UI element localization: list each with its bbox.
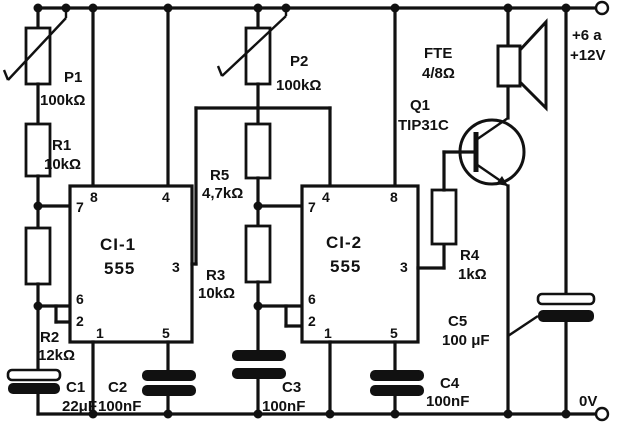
c2-value: 100nF: [98, 398, 141, 415]
c4-value: 100nF: [426, 393, 469, 410]
ic1-555: [68, 6, 194, 416]
p1-ref: P1: [64, 69, 82, 86]
ic2-name: CI-2: [326, 233, 362, 252]
speaker-value: 4/8Ω: [422, 65, 455, 82]
r5-value: 4,7kΩ: [202, 185, 243, 202]
speaker-ref: FTE: [424, 45, 452, 62]
ic2-pin-6: 6: [308, 291, 316, 307]
supply-positive-label-2: +12V: [570, 47, 605, 64]
resistor-r4: [430, 150, 464, 270]
ic1-pin-1: 1: [96, 325, 104, 341]
resistor-r5: [244, 122, 272, 228]
ic1-pin-3: 3: [172, 259, 180, 275]
capacitor-c2: [142, 370, 196, 416]
supply-ground-label: 0V: [579, 393, 597, 410]
positive-terminal: [594, 0, 610, 16]
ic1-pin-7: 7: [76, 199, 84, 215]
ic2-555: [300, 6, 420, 416]
ic1-pin-2: 2: [76, 313, 84, 329]
ic1-pin-5: 5: [162, 325, 170, 341]
ic2-pin-4: 4: [322, 189, 330, 205]
p2-value: 100kΩ: [276, 77, 321, 94]
r2-value: 12kΩ: [38, 347, 75, 364]
ic2-pin-3: 3: [400, 259, 408, 275]
p1-value: 100kΩ: [40, 92, 85, 109]
supply-positive-label-1: +6 a: [572, 27, 602, 44]
ic1-pin-4: 4: [162, 189, 170, 205]
c1-value: 22μF: [62, 398, 97, 415]
resistor-r1: [24, 122, 52, 230]
ic2-pin-1: 1: [324, 325, 332, 341]
ground-terminal: [594, 406, 610, 422]
speaker-fte: [496, 6, 548, 112]
r4-ref: R4: [460, 247, 480, 264]
r3-ref: R3: [206, 267, 225, 284]
ic2-pin-7: 7: [308, 199, 316, 215]
c5-value: 100 μF: [442, 332, 490, 349]
c3-value: 100nF: [262, 398, 305, 415]
resistor-r2: [24, 226, 52, 370]
potentiometer-p1: [2, 6, 68, 126]
ic2-pin-2: 2: [308, 313, 316, 329]
capacitor-c4: [370, 370, 424, 416]
ic2-type: 555: [330, 257, 361, 276]
ic1-pin-6: 6: [76, 291, 84, 307]
transistor-q1: [458, 86, 526, 416]
q1-value: TIP31C: [398, 117, 449, 134]
c3-ref: C3: [282, 379, 301, 396]
capacitor-c1: [6, 368, 62, 416]
c5-ref: C5: [448, 313, 467, 330]
capacitor-c5: [536, 6, 596, 416]
r4-value: 1kΩ: [458, 266, 487, 283]
ic1-type: 555: [104, 259, 135, 278]
ic2-pin-5: 5: [390, 325, 398, 341]
ic1-pin-8: 8: [90, 189, 98, 205]
c1-ref: C1: [66, 379, 85, 396]
ic2-pin-8: 8: [390, 189, 398, 205]
resistor-r3: [244, 224, 272, 352]
r1-ref: R1: [52, 137, 71, 154]
r3-value: 10kΩ: [198, 285, 235, 302]
c2-ref: C2: [108, 379, 127, 396]
p2-ref: P2: [290, 53, 308, 70]
r1-value: 10kΩ: [44, 156, 81, 173]
r2-ref: R2: [40, 329, 59, 346]
r5-ref: R5: [210, 167, 229, 184]
q1-ref: Q1: [410, 97, 430, 114]
potentiometer-p2: [216, 6, 288, 126]
ic1-name: CI-1: [100, 235, 136, 254]
c4-ref: C4: [440, 375, 460, 392]
capacitor-c3: [232, 350, 286, 416]
